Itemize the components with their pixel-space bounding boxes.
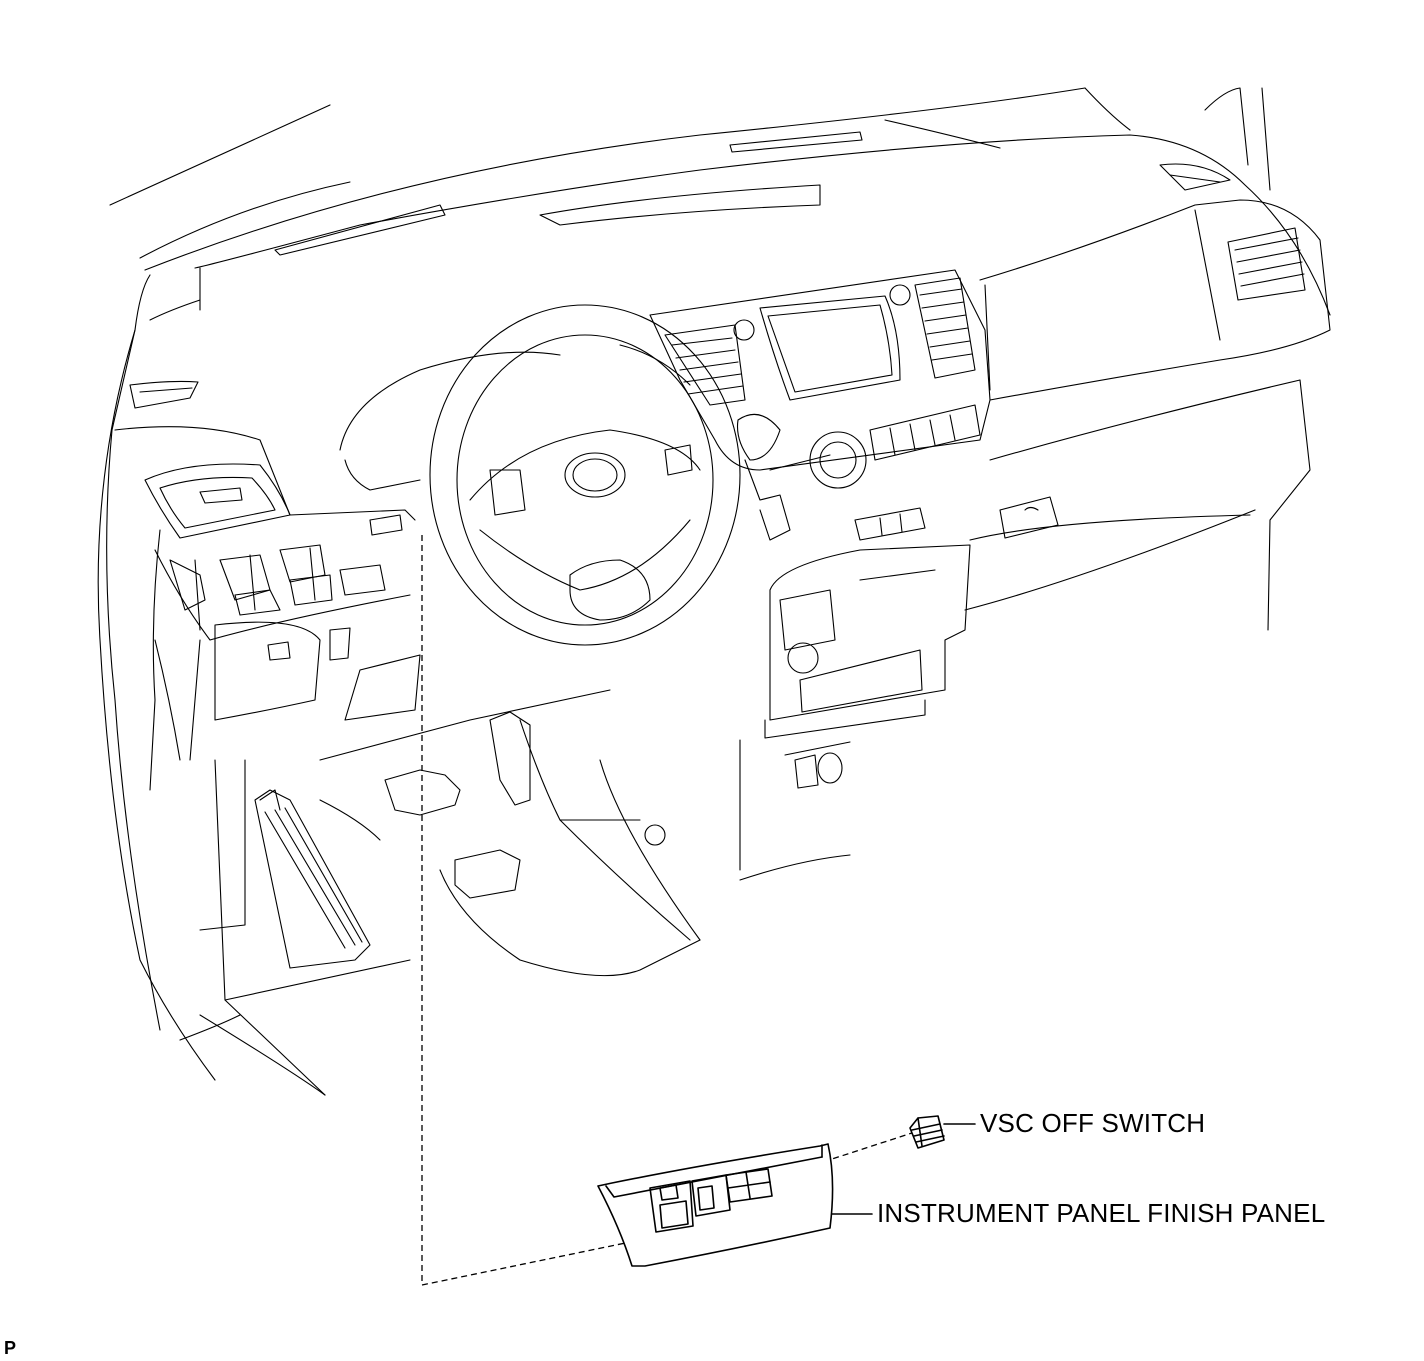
left-air-vent (144, 463, 291, 539)
instrument-panel-finish-panel-label: INSTRUMENT PANEL FINISH PANEL (877, 1198, 1326, 1228)
instrument-panel-finish-panel (597, 1143, 834, 1267)
passenger-dashboard (964, 199, 1331, 631)
windshield-outline (109, 87, 1271, 271)
lower-left-panel (114, 426, 421, 761)
left-door-frame (97, 329, 326, 1096)
dashboard-top (111, 119, 1331, 431)
center-stack (649, 269, 991, 541)
floor-and-pedals (199, 689, 851, 1096)
steering-wheel (339, 304, 741, 646)
vsc-off-switch (909, 1115, 945, 1149)
vsc-off-switch-label: VSC OFF SWITCH (980, 1108, 1206, 1138)
corner-mark: P (4, 1338, 17, 1358)
center-console (739, 544, 971, 871)
leader-dashed-diagonal (421, 1239, 641, 1286)
